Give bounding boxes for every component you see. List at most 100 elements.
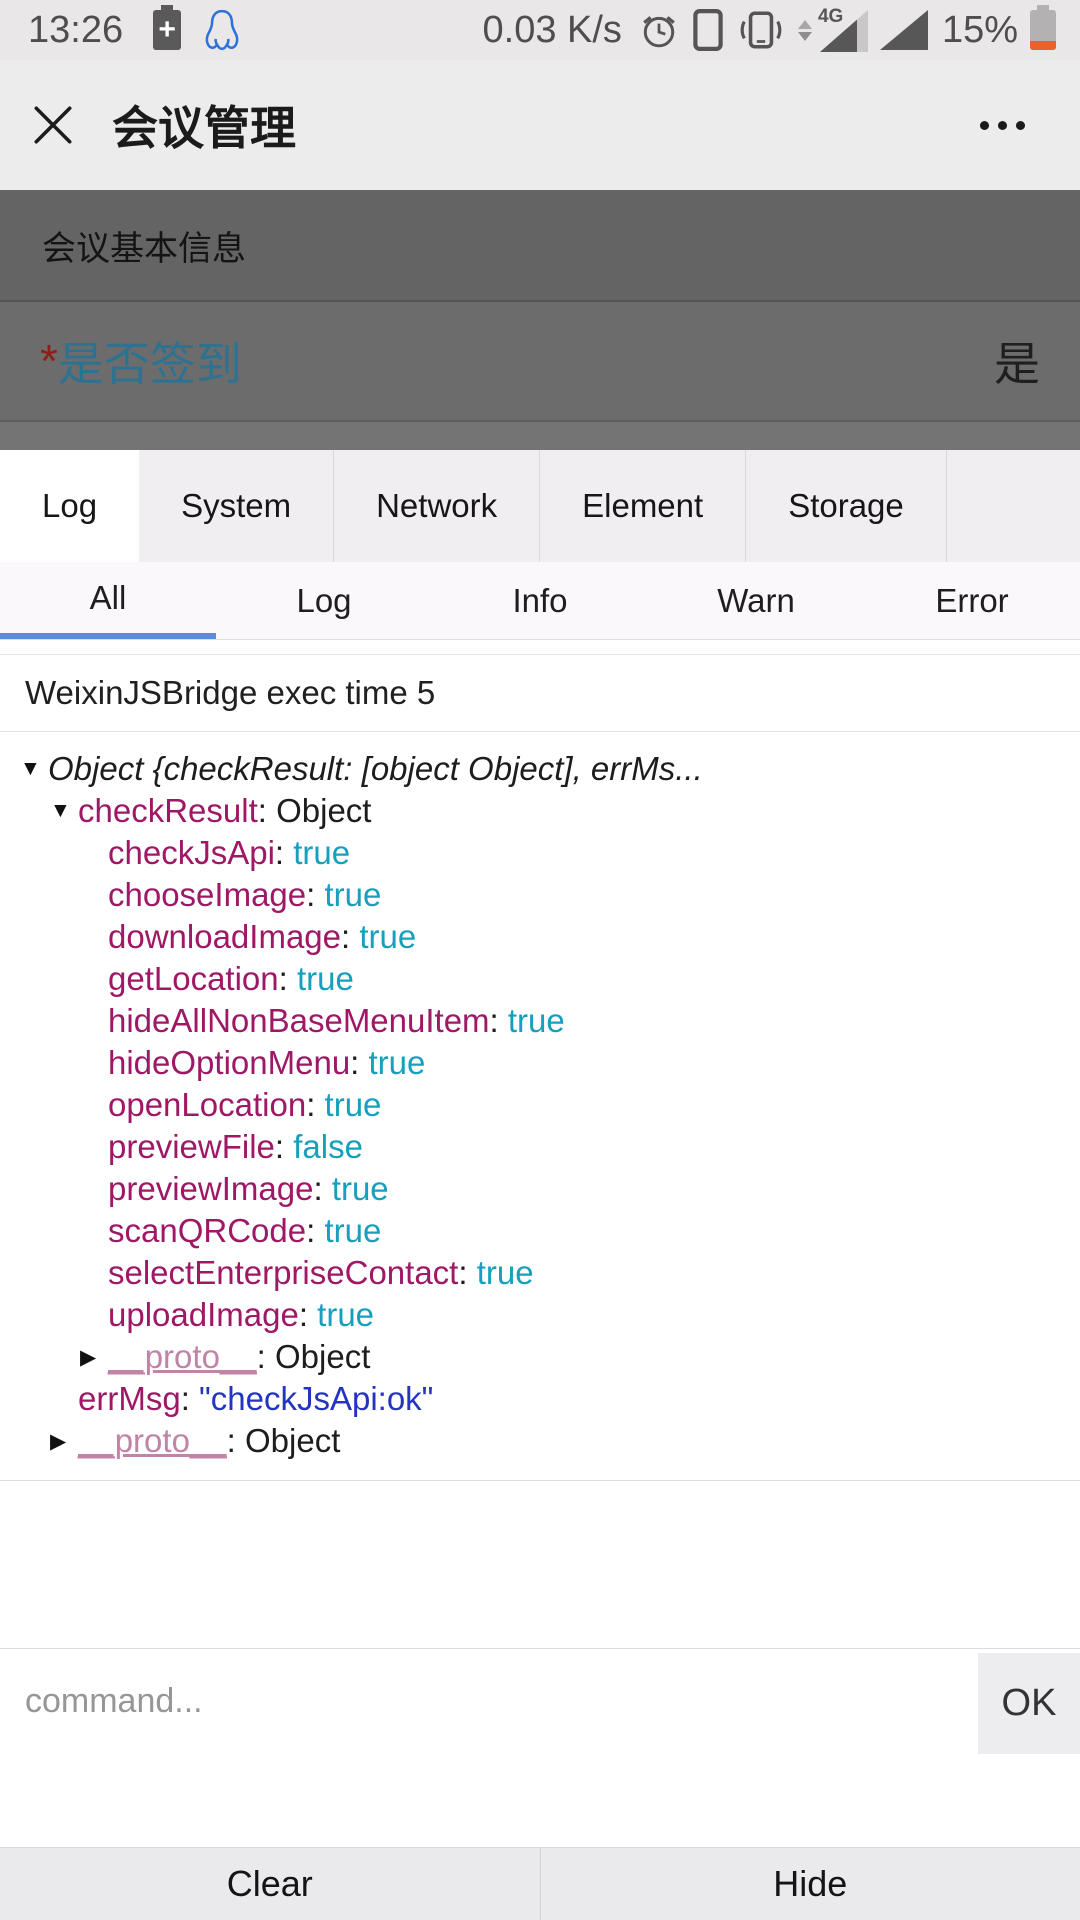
vconsole-toolbar: Clear Hide (0, 1847, 1080, 1920)
dimmed-strip (0, 422, 1080, 450)
ok-button[interactable]: OK (978, 1653, 1080, 1754)
vconsole-subtabbar: All Log Info Warn Error (0, 562, 1080, 640)
command-bar: OK (0, 1648, 1080, 1847)
tree-line: errMsg: "checkJsApi:ok" (0, 1378, 1080, 1420)
tree-line[interactable]: ▼ Object {checkResult: [object Object], e… (0, 748, 1080, 790)
tree-line: openLocation: true (0, 1084, 1080, 1126)
form-section-header: 会议基本信息 (0, 190, 1080, 302)
tab-log[interactable]: Log (0, 450, 140, 562)
tree-token-plain: : (298, 1296, 318, 1333)
tree-token-proto: __proto__ (108, 1338, 257, 1375)
tree-token-plain: : (274, 834, 294, 871)
tree-token-plain: : (256, 1338, 275, 1375)
expand-arrow-icon[interactable]: ▶ (80, 1345, 97, 1369)
battery-percent: 15% (941, 8, 1018, 51)
data-activity-arrows-icon (797, 19, 812, 41)
expand-arrow-icon[interactable]: ▶ (50, 1429, 67, 1453)
tree-line: chooseImage: true (0, 874, 1080, 916)
more-menu-icon[interactable] (980, 120, 1025, 130)
tree-token-plain: Object (274, 1338, 371, 1375)
subtab-error[interactable]: Error (935, 581, 1009, 619)
tab-storage[interactable]: Storage (746, 450, 947, 562)
phone-icon (692, 9, 724, 51)
tree-token-key: checkJsApi (108, 834, 275, 871)
qq-notification-icon (203, 9, 241, 51)
tree-line[interactable]: ▶__proto__: Object (0, 1420, 1080, 1462)
tree-token-key: hideOptionMenu (108, 1044, 351, 1081)
tree-line[interactable]: ▼ checkResult: Object (0, 790, 1080, 832)
tree-token-plain: : (180, 1380, 200, 1417)
webview-header: 会议管理 (0, 60, 1080, 190)
required-asterisk: * (40, 335, 58, 387)
tree-token-key: uploadImage (108, 1296, 299, 1333)
tree-token-plain: : (226, 1422, 245, 1459)
field-label: 是否签到 (57, 338, 242, 390)
tree-token-plain: : (257, 792, 277, 829)
tab-element[interactable]: Element (540, 450, 747, 562)
log-entry-text: WeixinJSBridge exec time 5 (25, 674, 436, 711)
tree-line: previewFile: false (0, 1126, 1080, 1168)
tree-line: selectEnterpriseContact: true (0, 1252, 1080, 1294)
tree-token-bool: true (324, 876, 382, 913)
clock-time: 13:26 (28, 8, 124, 51)
collapse-arrow-icon[interactable]: ▼ (20, 757, 41, 780)
signal-icon (879, 10, 928, 50)
tab-system[interactable]: System (139, 450, 335, 562)
tree-line: uploadImage: true (0, 1294, 1080, 1336)
form-field-row[interactable]: * 是否签到 是 (0, 302, 1080, 422)
vibrate-icon (738, 9, 784, 51)
battery-saver-icon: + (153, 5, 182, 50)
subtab-info[interactable]: Info (512, 581, 568, 619)
tree-token-bool: true (293, 834, 351, 871)
tree-line: previewImage: true (0, 1168, 1080, 1210)
tree-token-bool: true (317, 1296, 375, 1333)
alarm-icon (640, 11, 678, 49)
tree-line: checkJsApi: true (0, 832, 1080, 874)
tree-token-plain: : (458, 1254, 477, 1291)
tree-token-plain: : (274, 1128, 294, 1165)
tree-token-bool: true (507, 1002, 565, 1039)
tree-token-key: chooseImage (108, 876, 307, 913)
status-bar: 13:26 + 0.03 K/s 4G 15% (0, 0, 1080, 60)
tree-token-plain: : (278, 960, 297, 997)
tree-token-plain: : (306, 1212, 325, 1249)
tree-token-bool: true (324, 1212, 382, 1249)
tree-token-key: previewImage (108, 1170, 314, 1207)
tree-token-bool: true (368, 1044, 426, 1081)
tree-line: scanQRCode: true (0, 1210, 1080, 1252)
tree-token-plain: Object (276, 792, 372, 829)
tree-token-key: openLocation (108, 1086, 307, 1123)
network-speed: 0.03 K/s (482, 8, 622, 51)
section-title: 会议基本信息 (42, 229, 246, 268)
hide-button[interactable]: Hide (539, 1848, 1080, 1920)
tree-token-key: errMsg (78, 1380, 181, 1417)
tab-network[interactable]: Network (334, 450, 541, 562)
subtab-warn[interactable]: Warn (717, 581, 795, 619)
tree-token-bool: true (359, 918, 417, 955)
tree-token-bool: true (296, 960, 354, 997)
tree-token-plain: : (350, 1044, 369, 1081)
collapse-arrow-icon[interactable]: ▼ (50, 799, 71, 822)
battery-icon (1030, 5, 1056, 50)
tree-token-plain: : (313, 1170, 332, 1207)
tree-token-key: checkResult (78, 792, 258, 829)
tree-token-italic: Object {checkResult: [object Object], er… (48, 750, 703, 787)
page-content-dimmed[interactable]: 会议基本信息 * 是否签到 是 (0, 190, 1080, 450)
tree-token-key: downloadImage (108, 918, 341, 955)
object-tree: ▼ Object {checkResult: [object Object], e… (0, 732, 1080, 1481)
tree-token-bool: false (293, 1128, 363, 1165)
signal-4g-icon: 4G (818, 6, 868, 53)
clear-button[interactable]: Clear (226, 1863, 313, 1904)
log-panel[interactable]: WeixinJSBridge exec time 5 ▼ Object {chec… (0, 640, 1080, 1648)
log-entry: WeixinJSBridge exec time 5 (0, 654, 1080, 732)
tree-line[interactable]: ▶ __proto__: Object (0, 1336, 1080, 1378)
command-input[interactable] (0, 1649, 978, 1754)
subtab-log[interactable]: Log (296, 581, 352, 619)
tree-line: getLocation: true (0, 958, 1080, 1000)
subtab-all[interactable]: All (0, 562, 216, 639)
close-icon[interactable] (30, 102, 76, 148)
tree-token-string: "checkJsApi:ok" (199, 1380, 434, 1417)
tree-token-key: getLocation (108, 960, 279, 997)
tree-token-key: selectEnterpriseContact (108, 1254, 459, 1291)
